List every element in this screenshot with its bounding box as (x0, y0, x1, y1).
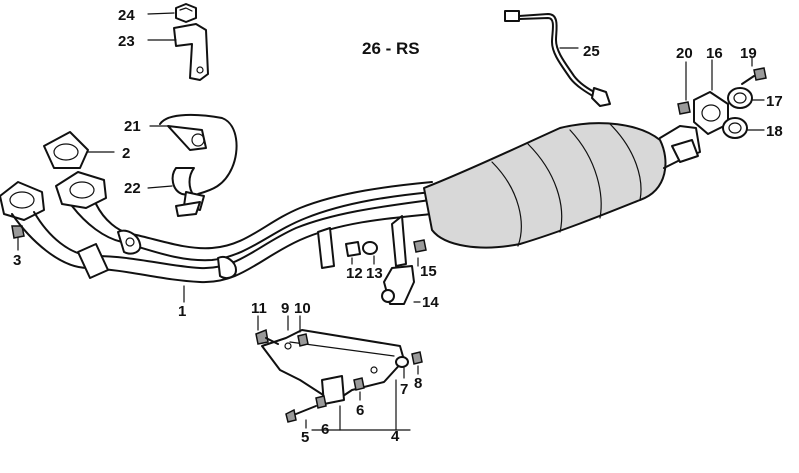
part-3-flange-nut (0, 181, 45, 251)
part-15-hanger-bracket (391, 215, 427, 267)
part-24-clip (147, 3, 197, 23)
part-20-nut (677, 61, 691, 115)
part-18-ring (722, 117, 765, 139)
label-25: 25 (583, 43, 600, 60)
label-9: 9 (281, 300, 289, 317)
part-16-flange (693, 59, 729, 135)
label-16: 16 (706, 45, 723, 62)
part-23-bracket (147, 23, 209, 81)
label-2: 2 (122, 145, 130, 162)
label-4: 4 (391, 428, 400, 445)
part-12-nut (345, 241, 361, 265)
part-1-front-pipe (11, 181, 433, 303)
part-4-support-bracket (261, 329, 411, 431)
part-19-bolt (741, 57, 767, 85)
part-5-bolt (285, 405, 317, 429)
part-14-rubber-mount (381, 265, 421, 305)
label-15: 15 (420, 263, 437, 280)
part-25-oxygen-sensor (504, 10, 611, 107)
label-8: 8 (414, 375, 422, 392)
part-7-washer (395, 356, 409, 379)
label-12: 12 (346, 265, 363, 282)
part-21-sensor-cable (149, 113, 238, 195)
part-6-nut-a (315, 395, 327, 409)
label-6-left: 6 (321, 421, 329, 438)
label-7: 7 (400, 381, 408, 398)
label-11: 11 (251, 300, 267, 317)
manifold-flange-2 (55, 171, 107, 209)
manifold-flange-2-port (69, 181, 95, 199)
part-10-nut (297, 315, 309, 347)
part-11-bolt (255, 315, 279, 345)
hanger-tab (317, 227, 335, 269)
part-6-nut-b (353, 377, 365, 401)
label-23: 23 (118, 33, 135, 50)
label-14: 14 (422, 294, 439, 311)
catalytic-converter (423, 122, 701, 249)
label-20: 20 (676, 45, 693, 62)
part-13-washer (362, 241, 378, 265)
label-3: 3 (13, 252, 21, 269)
part-17-ring (727, 87, 765, 109)
label-13: 13 (366, 265, 383, 282)
diagram-title: 26 - RS (362, 39, 420, 58)
label-24: 24 (118, 7, 135, 24)
label-18: 18 (766, 123, 783, 140)
part-22-clamp (147, 167, 205, 217)
part-8-nut (411, 351, 423, 375)
label-1: 1 (178, 303, 186, 320)
label-19: 19 (740, 45, 757, 62)
label-6-right: 6 (356, 402, 364, 419)
part-2-gasket (43, 131, 115, 169)
label-10: 10 (294, 300, 311, 317)
label-21: 21 (124, 118, 141, 135)
label-22: 22 (124, 180, 141, 197)
label-5: 5 (301, 429, 309, 446)
label-17: 17 (766, 93, 783, 110)
